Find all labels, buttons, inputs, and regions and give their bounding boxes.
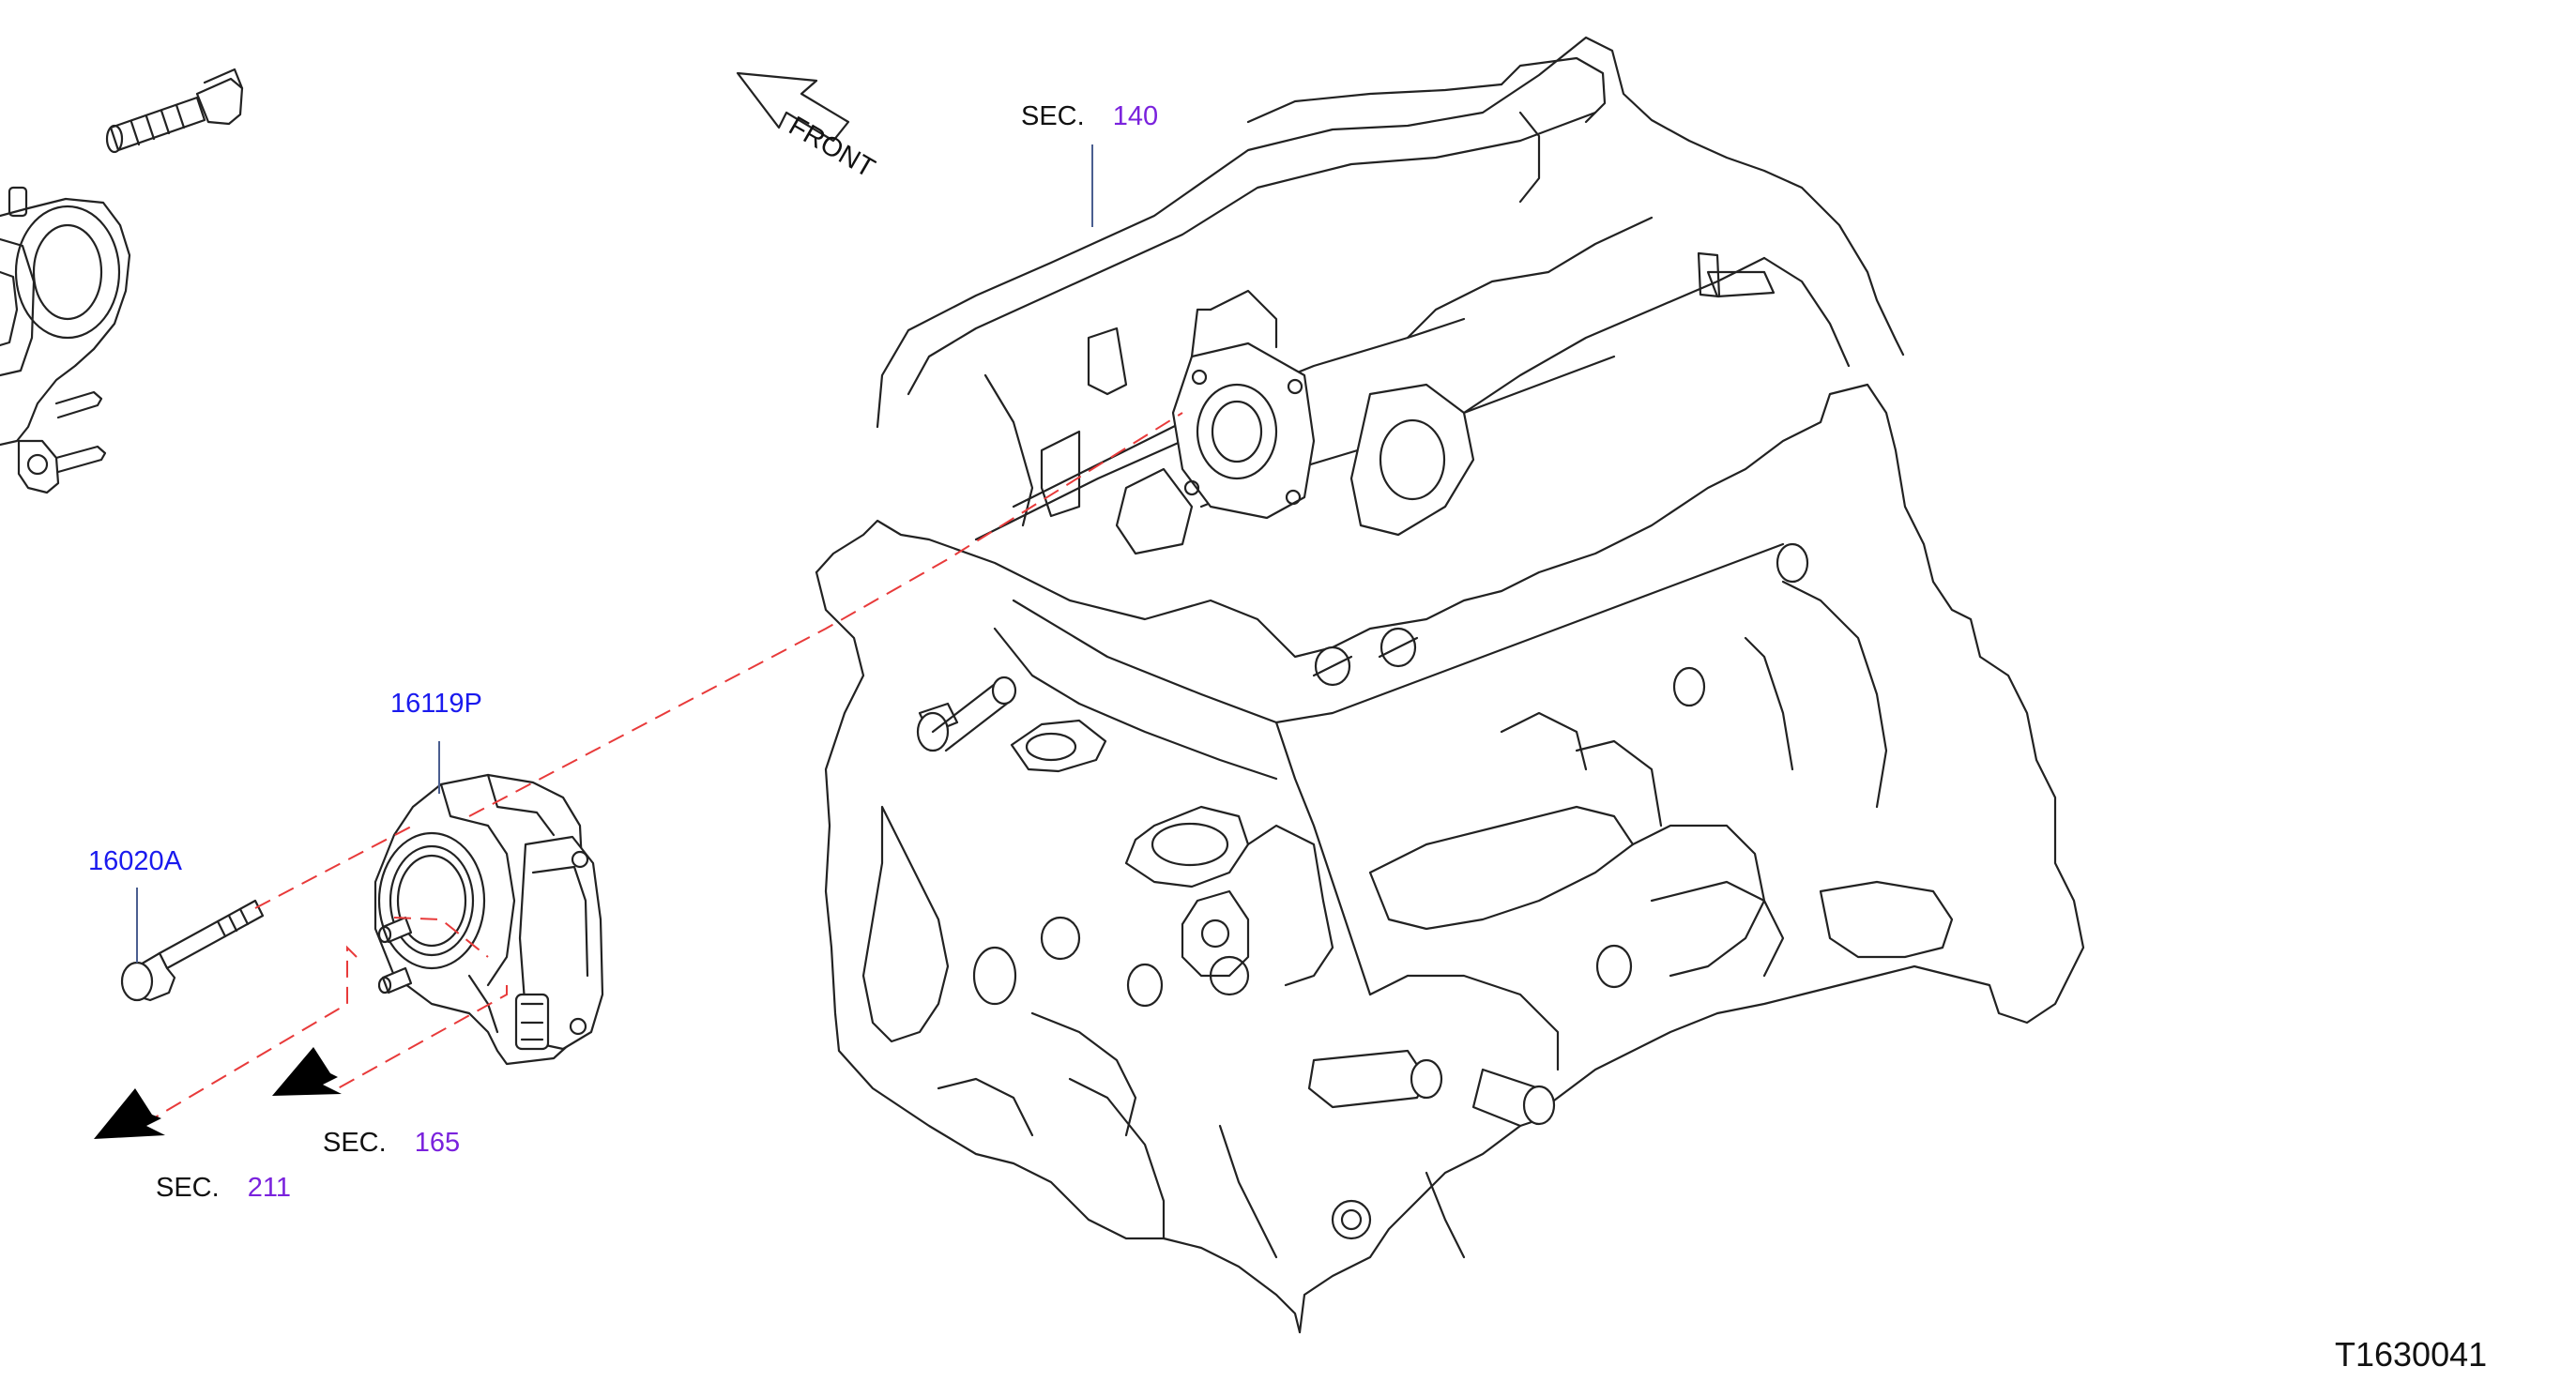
sec-165-arrow-icon [272,1047,342,1096]
sec-140-number: 140 [1112,101,1159,131]
sec-140-prefix: SEC. [1021,101,1085,131]
part-callout-16020a[interactable]: 16020A [88,846,182,876]
front-arrow-icon [736,71,850,143]
sec-211-number: 211 [247,1173,291,1203]
sec-165-number: 165 [414,1128,461,1158]
inset-throttle-view [0,186,131,494]
sec-165-callout[interactable]: SEC. 165 [323,1130,460,1157]
sec-211-callout[interactable]: SEC. 211 [156,1175,291,1202]
bolt-16020a [120,899,265,1002]
sec-140-callout[interactable]: SEC. 140 [1021,103,1158,130]
sec-211-prefix: SEC. [156,1173,220,1203]
assembly-guide-lines [140,412,1183,1127]
sec-211-arrow-icon [94,1088,165,1139]
leader-lines [136,144,1093,963]
throttle-body [373,773,604,1066]
inset-bolt [105,68,244,154]
engine-assembly [815,36,2085,1334]
diagram-code: T1630041 [2335,1335,2488,1374]
part-callout-16119p[interactable]: 16119P [390,689,482,719]
sec-165-prefix: SEC. [323,1128,387,1158]
